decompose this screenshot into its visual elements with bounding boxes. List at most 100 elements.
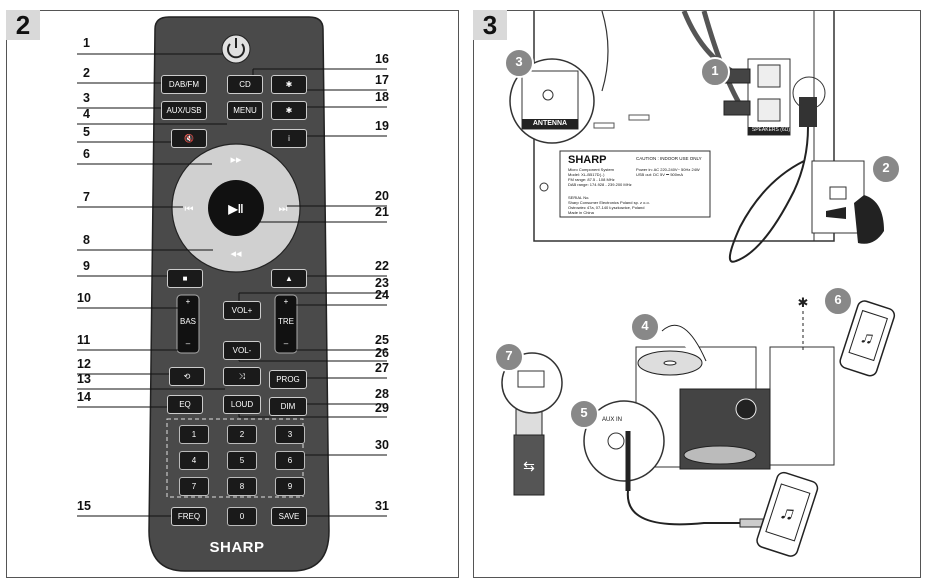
loud-button[interactable]: LOUD	[223, 395, 261, 414]
callout-19: 19	[375, 119, 389, 133]
step-badge-4: 4	[641, 318, 649, 333]
remote-brand-logo: SHARP	[209, 539, 265, 556]
digit-button[interactable]: 2	[227, 425, 257, 444]
info-button[interactable]: i	[271, 129, 307, 148]
vol-minus-button[interactable]: VOL-	[223, 341, 261, 360]
callout-12: 12	[77, 357, 91, 371]
rewind-icon: ◂◂	[230, 248, 242, 260]
rating-line: DAB range: 174.928 - 239.200 MHz	[568, 182, 632, 187]
phone-bluetooth: ♫	[839, 300, 896, 377]
rating-line: FM range: 87.5 - 108 MHz	[568, 177, 615, 182]
mute-button[interactable]: 🔇	[171, 129, 207, 148]
remote-panel: 2 ▸▸ ◂◂ ⏮ ⏭ ▶‖	[6, 10, 459, 578]
callout-23: 23	[375, 276, 389, 290]
digit-button[interactable]: 5	[227, 451, 257, 470]
prog-button[interactable]: PROG	[269, 370, 307, 389]
serial-line: Sharp Consumer Electronics Poland sp. z …	[568, 200, 650, 205]
dim-button[interactable]: DIM	[269, 397, 307, 416]
callout-24: 24	[375, 288, 389, 302]
setup-panel: 3	[473, 10, 921, 578]
callout-31: 31	[375, 499, 389, 513]
tre-rocker[interactable]	[274, 294, 298, 354]
digit-button[interactable]: 8	[227, 477, 257, 496]
phone-aux: ♫	[756, 471, 819, 557]
save-button[interactable]: SAVE	[271, 507, 307, 526]
callout-1: 1	[83, 36, 90, 50]
tre-plus-label: +	[283, 297, 289, 306]
menu-button[interactable]: MENU	[227, 101, 263, 120]
serial-line: Ostrowiec 47a, 07-140 Łyszkowice, Poland	[568, 205, 645, 210]
label-brand: SHARP	[568, 154, 607, 166]
callout-10: 10	[77, 291, 91, 305]
label-caution: CAUTION : INDOOR USE ONLY	[636, 156, 702, 161]
callout-26: 26	[375, 346, 389, 360]
callout-2: 2	[83, 66, 90, 80]
aux-cable	[626, 490, 742, 526]
digit-button[interactable]: 9	[275, 477, 305, 496]
callout-25: 25	[375, 333, 389, 347]
rating-line: Model: XL-B517D(..)	[568, 172, 605, 177]
digit-button[interactable]: 7	[179, 477, 209, 496]
aux-usb-button[interactable]: AUX/USB	[161, 101, 207, 120]
callout-15: 15	[77, 499, 91, 513]
cd-button[interactable]: CD	[227, 75, 263, 94]
callout-30: 30	[375, 438, 389, 452]
wall-socket	[811, 160, 865, 234]
play-pause-icon: ▶‖	[227, 202, 243, 216]
callout-7: 7	[83, 190, 90, 204]
digit-button[interactable]: 4	[179, 451, 209, 470]
tre-label: TRE	[278, 317, 294, 326]
callout-9: 9	[83, 259, 90, 273]
callout-3: 3	[83, 91, 90, 105]
speaker-terminals	[747, 58, 791, 136]
tre-minus-label: –	[283, 339, 289, 348]
step-badge-7: 7	[505, 348, 513, 363]
callout-27: 27	[375, 361, 389, 375]
digit-button[interactable]: 6	[275, 451, 305, 470]
usb-stick	[513, 434, 545, 496]
cd-tray-disc	[683, 445, 757, 465]
bas-label: BAS	[179, 317, 196, 326]
callout-14: 14	[77, 390, 91, 404]
bluetooth-button[interactable]: ✱	[271, 75, 307, 94]
speakers-label: SPEAKERS (6Ω)	[751, 127, 791, 133]
panel-number-2: 2	[6, 10, 40, 40]
callout-11: 11	[77, 333, 91, 347]
repeat-button[interactable]: ⟲	[169, 367, 205, 386]
bluetooth-icon: ✱	[798, 295, 809, 310]
digit-button[interactable]: 1	[179, 425, 209, 444]
panel-number-3: 3	[473, 10, 507, 40]
label-rating-lines: Micro Component System Model: XL-B517D(.…	[568, 167, 632, 187]
callout-29: 29	[375, 401, 389, 415]
bas-rocker[interactable]	[176, 294, 200, 354]
vol-plus-button[interactable]: VOL+	[223, 301, 261, 320]
rating-label	[559, 150, 711, 218]
usb-icon: ⇆	[523, 458, 535, 474]
eject-button[interactable]: ▲	[271, 269, 307, 288]
step-badges	[494, 48, 901, 429]
setup-illustration: ✱ ⇆ ♫ ♫	[494, 11, 901, 557]
power-line: USB out: DC 5V ⎓ 500mA	[636, 172, 683, 177]
step-badge-1: 1	[711, 63, 719, 78]
digit-button[interactable]: 3	[275, 425, 305, 444]
nav-ring[interactable]: ▸▸ ◂◂ ⏮ ⏭ ▶‖	[171, 143, 301, 273]
step-badge-5: 5	[580, 405, 588, 420]
power-button[interactable]	[221, 34, 251, 64]
eq-button[interactable]: EQ	[167, 395, 203, 414]
callout-13: 13	[77, 372, 91, 386]
digit-button[interactable]: 0	[227, 507, 257, 526]
dab-fm-button[interactable]: DAB/FM	[161, 75, 207, 94]
shuffle-button[interactable]: ⤨	[223, 367, 261, 386]
callout-18: 18	[375, 90, 389, 104]
antenna-label: ANTENNA	[532, 120, 568, 127]
forward-icon: ▸▸	[230, 154, 242, 166]
bluetooth-pair-button[interactable]: ✱	[271, 101, 307, 120]
step-badge-3: 3	[515, 54, 523, 69]
freq-button[interactable]: FREQ	[171, 507, 207, 526]
stop-button[interactable]: ■	[167, 269, 203, 288]
music-note-icon: ♫	[777, 501, 798, 527]
callout-16: 16	[375, 52, 389, 66]
serial-line: SERIAL No.	[568, 195, 590, 200]
label-serial-lines: SERIAL No. Sharp Consumer Electronics Po…	[568, 195, 650, 215]
power-line: Power in: AC 220-240V~ 50Hz 24W	[636, 167, 700, 172]
